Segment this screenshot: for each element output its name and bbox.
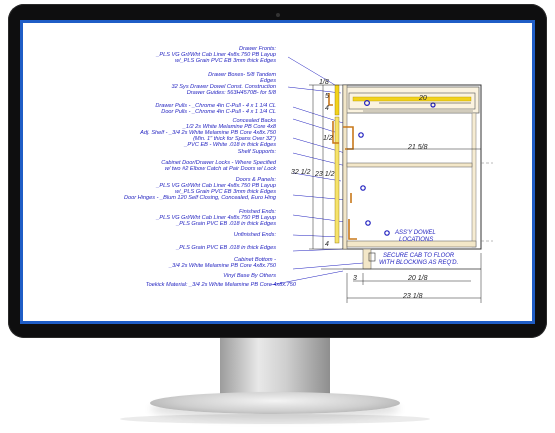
- label-doors-panels-edge: w/_PLS Grain PVC EB 3mm thick Edges: [174, 189, 276, 195]
- label-drawer-guides: Drawer Guides: 563H4570B- for 5/8: [186, 90, 276, 96]
- dim-1-8: 1/8: [319, 79, 329, 86]
- dim-4-bottom: 4: [325, 241, 329, 248]
- label-drawer-fronts-edge: w/_PLS Grain PVC EB 3mm thick Edges: [174, 58, 276, 64]
- note-secure: SECURE CAB TO FLOOR: [383, 253, 455, 259]
- dim-1-2: 1/2: [323, 135, 333, 142]
- label-vinyl-base: Vinyl Base By Others: [223, 273, 276, 279]
- label-cabinet-bottom-material: _3/4 2s White Melamine PB Core 4x8x.750: [169, 263, 276, 269]
- dowel-markers: [358, 99, 436, 236]
- monitor-screen: Drawer Fronts: _PLS VG Grl/Wht Cab Liner…: [20, 20, 535, 324]
- label-drawer-pulls: Drawer Pulls - _Chrome 4in C-Pull - 4 x …: [155, 103, 276, 109]
- label-finished-ends: Finished Ends:: [238, 209, 276, 215]
- label-door-pulls: Door Pulls - _Chrome 4in C-Pull - 4 x 1 …: [161, 109, 276, 115]
- drawer-front-edge: [334, 84, 340, 116]
- label-unfinished-ends-edge: _PLS Grain PVC EB .018 in thick Edges: [176, 245, 276, 251]
- label-drawer-fronts-material: _PLS VG Grl/Wht Cab Liner 4x8x.750 PB La…: [156, 52, 276, 58]
- label-door-hinges: Door Hinges - _Blum 120 Self Closing, Co…: [123, 195, 276, 201]
- label-unfinished-ends: Unfinished Ends:: [233, 232, 276, 238]
- label-locks-catch: w/ two #2 Elbow Catch at Pair Doors w/ L…: [164, 166, 276, 172]
- monitor-stand-base: [150, 392, 400, 414]
- label-shelf-supports: Shelf Supports:: [237, 149, 276, 155]
- label-finished-ends-edge: _PLS Grain PVC EB .018 in thick Edges: [176, 221, 276, 227]
- dim-21-5-8: 21 5/8: [408, 144, 428, 151]
- label-adj-shelf-span: (Min. 1" thick for Spans Over 32"): [193, 136, 276, 142]
- dim-5: 5: [325, 93, 329, 100]
- dim-20-1-8: 20 1/8: [408, 275, 428, 282]
- label-drawer-boxes: Drawer Boxes- 5/8 Tandem: [208, 72, 276, 78]
- label-locks: Cabinet Door/Drawer Locks - Where Specif…: [161, 160, 276, 166]
- label-doors-panels: Doors & Panels:: [235, 177, 276, 183]
- dim-3: 3: [353, 275, 357, 282]
- label-adj-shelf: Adj. Shelf - _3/4 2s White Melamine PB C…: [140, 130, 276, 136]
- door-edge: [334, 116, 340, 244]
- cabinet-section-drawing: [270, 56, 493, 303]
- label-toekick: Toekick Material: _3/4 2s White Melamine…: [145, 282, 296, 288]
- dimension-lines: [309, 84, 482, 303]
- label-adj-shelf-edge: _PVC EB - White .018 in thick Edges: [184, 142, 276, 148]
- label-drawer-fronts: Drawer Fronts:: [239, 46, 276, 52]
- dim-23-1-8: 23 1/8: [403, 293, 423, 300]
- label-drawer-boxes-edges: Edges: [260, 78, 276, 84]
- monitor-stand-neck: [220, 338, 330, 396]
- label-concealed-backs: Concealed Backs: [232, 118, 276, 124]
- monitor-shadow: [120, 414, 430, 424]
- hidden-lines: [481, 162, 493, 242]
- note-dowel-locations: LOCATIONS: [399, 237, 434, 243]
- dim-32-1-2: 32 1/2: [291, 169, 311, 176]
- label-finished-ends-material: _PLS VG Grl/Wht Cab Liner 4x8x.750 PB La…: [156, 215, 276, 221]
- dim-4-top: 4: [325, 105, 329, 112]
- label-cabinet-bottom: Cabinet Bottom -: [234, 257, 276, 263]
- dim-23-1-2: 23 1/2: [315, 171, 335, 178]
- camera-icon: [275, 13, 280, 17]
- label-concealed-backs-material: _1/2 2s White Melamine PB Core 4x8: [182, 124, 276, 130]
- label-doors-panels-material: _PLS VG Grl/Wht Cab Liner 4x8x.750 PB La…: [156, 183, 276, 189]
- label-drawer-construction: 32 Sys Drawer Dowel Const. Construction: [171, 84, 276, 90]
- note-secure-blocking: WITH BLOCKING AS REQ'D.: [379, 260, 459, 266]
- note-dowel: ASS'Y DOWEL: [395, 230, 436, 236]
- dim-20: 20: [419, 95, 427, 102]
